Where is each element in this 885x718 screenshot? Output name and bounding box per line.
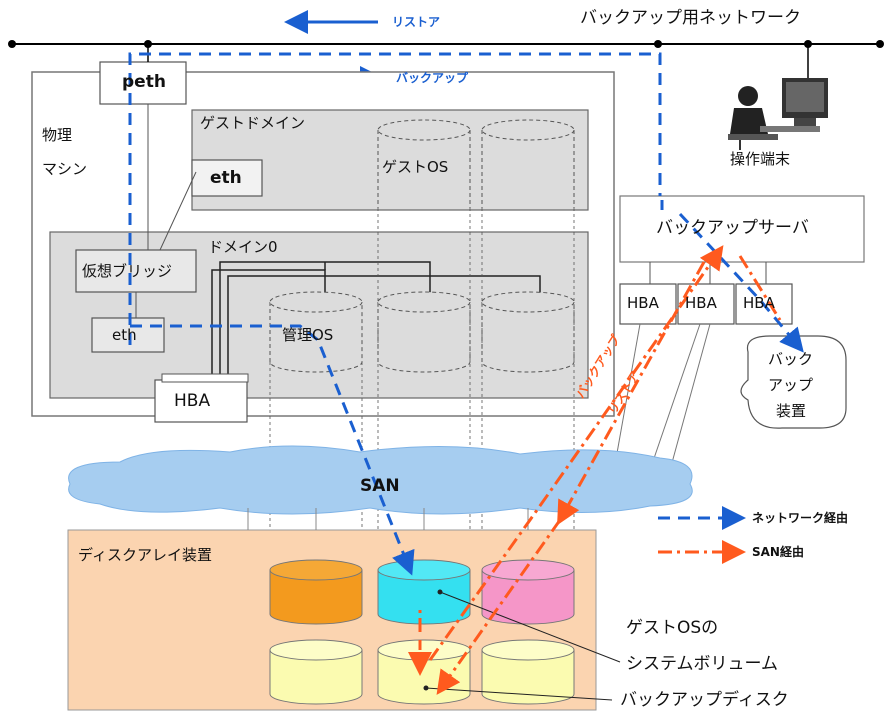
operator-terminal-icon	[728, 78, 828, 150]
callout-system-volume	[439, 591, 621, 663]
guest-volume-label-1: ゲストOSの	[626, 618, 719, 638]
network-title: バックアップ用ネットワーク	[580, 8, 801, 28]
disk-yellow-2	[377, 639, 471, 705]
physical-machine-label-2: マシン	[42, 160, 88, 178]
peth-label: peth	[122, 72, 166, 92]
disk-yellow-3	[481, 639, 575, 705]
disk-cyan	[377, 559, 471, 625]
legend-san-label: SAN経由	[752, 545, 804, 559]
hba-box	[154, 379, 248, 423]
backup-device-label-3: 装置	[776, 402, 807, 420]
backup-device-label-2: アップ	[768, 376, 814, 394]
backup-hba-1	[619, 283, 677, 325]
management-os-cylinder-2	[377, 291, 471, 373]
san-flow-backup	[418, 250, 720, 661]
san-label: SAN	[360, 476, 400, 496]
guest-eth-box	[191, 159, 263, 197]
management-os-label: 管理OS	[282, 326, 334, 344]
dom0-eth-box	[91, 317, 165, 353]
dom0-eth-label: eth	[112, 326, 137, 344]
guest-os-cylinder-2	[481, 119, 575, 208]
virtual-bridge-label: 仮想ブリッジ	[82, 262, 173, 280]
san-flow-restore	[440, 255, 782, 690]
disk-array-label: ディスクアレイ装置	[78, 546, 212, 564]
hba-label: HBA	[174, 391, 211, 411]
backup-hba-label-2: HBA	[685, 294, 717, 312]
backup-hba-label-3: HBA	[743, 294, 775, 312]
guest-os-cylinder-1	[377, 119, 471, 208]
physical-machine-label-1: 物理	[42, 126, 73, 144]
restore-arrow-label: リストア	[392, 15, 441, 29]
operator-terminal-label: 操作端末	[730, 150, 791, 168]
network-flow-dom0	[130, 324, 415, 576]
disk-pink	[481, 559, 575, 625]
guest-eth-label: eth	[210, 168, 242, 188]
san-cloud	[68, 445, 693, 515]
backup-server-label: バックアップサーバ	[656, 218, 809, 238]
management-os-cylinder-3	[481, 291, 575, 373]
backup-device-label-1: バック	[768, 350, 814, 368]
peth-box	[99, 61, 187, 105]
legend-network-label: ネットワーク経由	[752, 511, 849, 525]
guest-volume-label-2: システムボリューム	[626, 654, 778, 674]
guest-domain-label: ゲストドメイン	[200, 114, 306, 132]
backup-arrow-label: バックアップ	[396, 71, 469, 85]
guest-os-label: ゲストOS	[382, 158, 449, 176]
backup-hba-label-1: HBA	[627, 294, 659, 312]
backup-hba-2	[677, 283, 735, 325]
domain0-label: ドメイン0	[208, 238, 278, 256]
network-flow-path	[128, 52, 664, 345]
virtual-bridge-box	[75, 249, 197, 293]
backup-device-shape	[740, 335, 847, 429]
network-node	[8, 40, 16, 48]
network-node	[654, 40, 662, 48]
disk-yellow-1	[269, 639, 363, 705]
backup-disk-label: バックアップディスク	[620, 690, 789, 710]
network-node	[876, 40, 884, 48]
disk-orange	[269, 559, 363, 625]
